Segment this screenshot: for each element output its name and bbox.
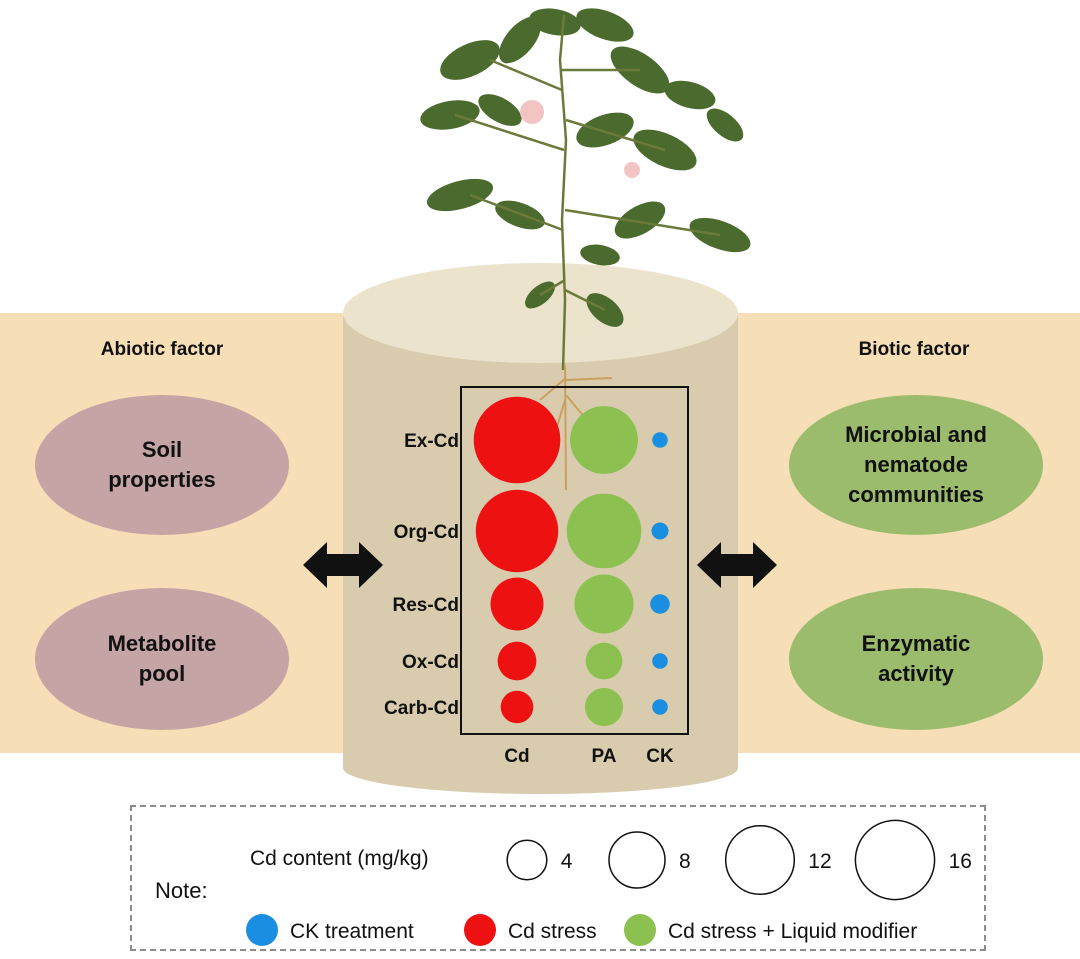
column-labels: Cd PA CK — [504, 746, 674, 767]
enzymatic-activity-label: Enzymatic activity — [861, 631, 971, 686]
row-label: Res-Cd — [392, 595, 459, 616]
legend-note-box — [130, 805, 986, 951]
bubble-res-cd-cd — [490, 577, 544, 631]
microbial-communities-ellipse: Microbial and nematode communities — [789, 395, 1043, 535]
left-double-arrow-icon — [303, 542, 383, 588]
column-label: Cd — [504, 746, 529, 767]
bubble-carb-cd-ck — [652, 699, 668, 715]
bubble-org-cd-ck — [651, 522, 669, 540]
note-label: Note: — [155, 878, 208, 903]
row-label: Ox-Cd — [402, 652, 459, 673]
bubble-carb-cd-pa — [584, 687, 624, 727]
bubble-res-cd-pa — [574, 574, 634, 634]
row-label: Org-Cd — [394, 522, 459, 543]
bubble-ox-cd-cd — [497, 641, 537, 681]
cylinder-bottom — [343, 742, 738, 794]
bubble-frame — [460, 386, 689, 735]
metabolite-pool-label: Metabolite pool — [107, 631, 217, 686]
metabolite-pool-ellipse: Metabolite pool — [35, 588, 289, 730]
bubble-org-cd-cd — [475, 489, 559, 573]
bubble-ex-cd-ck — [652, 432, 668, 448]
scale-circle — [854, 819, 936, 901]
scale-circle — [608, 831, 666, 889]
size-scale: 4 8 12 16 — [506, 819, 972, 901]
scale-value: 16 — [949, 850, 972, 873]
scale-value: 4 — [561, 850, 573, 873]
color-legend: CK treatment Cd stress Cd stress + Liquid … — [246, 914, 917, 946]
legend-label: Cd stress + Liquid modifier — [668, 920, 917, 943]
column-label: PA — [592, 746, 617, 767]
cotton-plant-illustration — [420, 8, 751, 491]
legend-graphics: 4 8 12 16 CK treatment Cd stress Cd stress + … — [246, 819, 972, 946]
soil-properties-label: Soil properties — [108, 437, 216, 492]
bubble-chart — [473, 396, 670, 727]
legend-label: CK treatment — [290, 920, 414, 943]
row-label: Ex-Cd — [404, 431, 459, 452]
bubble-ox-cd-ck — [652, 653, 668, 669]
legend-swatch — [624, 914, 656, 946]
bubble-ox-cd-pa — [585, 642, 623, 680]
scale-value: 8 — [679, 850, 691, 873]
bubble-ex-cd-pa — [570, 406, 638, 474]
column-label: CK — [646, 746, 674, 767]
scale-circle — [506, 839, 548, 881]
scale-circle — [724, 824, 796, 896]
bubble-carb-cd-cd — [500, 690, 534, 724]
legend-swatch — [246, 914, 278, 946]
bubble-res-cd-ck — [650, 594, 670, 614]
size-scale-label: Cd content (mg/kg) — [250, 847, 429, 870]
row-label: Carb-Cd — [384, 698, 459, 719]
cylinder-top — [343, 263, 738, 363]
biotic-title: Biotic factor — [858, 339, 970, 360]
right-double-arrow-icon — [697, 542, 777, 588]
legend-swatch — [464, 914, 496, 946]
enzymatic-activity-ellipse: Enzymatic activity — [789, 588, 1043, 730]
bubble-ex-cd-cd — [473, 396, 561, 484]
microbial-communities-label: Microbial and nematode communities — [845, 422, 987, 507]
legend-label: Cd stress — [508, 920, 597, 943]
soil-properties-ellipse: Soil properties — [35, 395, 289, 535]
scale-value: 12 — [808, 850, 831, 873]
bubble-org-cd-pa — [566, 493, 642, 569]
abiotic-title: Abiotic factor — [100, 339, 224, 360]
